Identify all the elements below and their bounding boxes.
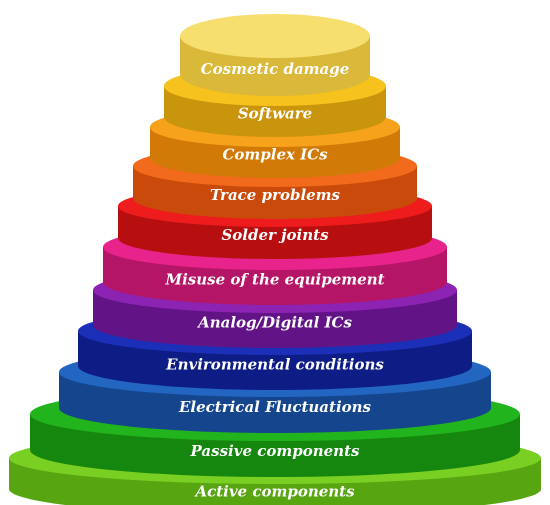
tier-label: Electrical Fluctuations — [178, 398, 372, 416]
tier-label: Environmental conditions — [165, 356, 384, 374]
tier-label: Trace problems — [210, 186, 341, 204]
tier-label: Analog/Digital ICs — [196, 314, 352, 332]
tier-label: Cosmetic damage — [201, 60, 350, 78]
tier-label: Misuse of the equipement — [164, 271, 384, 289]
pyramid-tier: Cosmetic damage — [180, 14, 370, 96]
tier-label: Passive components — [190, 442, 360, 460]
tier-label: Software — [238, 105, 312, 123]
tier-top-face — [180, 14, 370, 58]
tier-label: Active components — [193, 483, 355, 501]
tier-label: Solder joints — [221, 226, 329, 244]
tier-label: Complex ICs — [222, 146, 328, 164]
tiers-group: Active components Passive components Elect… — [9, 14, 541, 505]
